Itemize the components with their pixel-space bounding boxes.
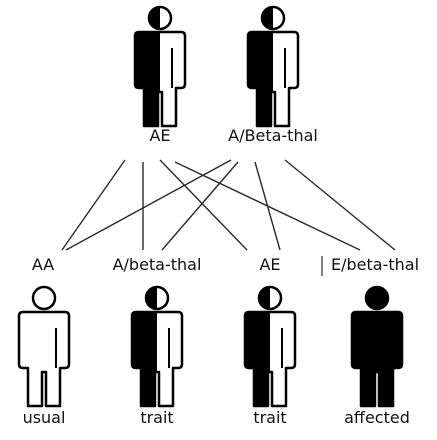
child-1-genotype: AA <box>31 255 55 274</box>
child-2-status: trait <box>140 408 174 427</box>
parent-1-genotype: AE <box>149 126 171 145</box>
child-1-status: usual <box>22 408 66 427</box>
child-4-figure <box>350 285 404 408</box>
child-3-genotype: AE <box>259 255 281 274</box>
child-1-figure <box>17 285 71 408</box>
cross-line-6 <box>161 161 239 251</box>
child-3-figure <box>243 285 297 408</box>
parent-2-figure <box>246 5 300 128</box>
cross-line-1 <box>61 159 126 251</box>
parent-2-genotype: A/Beta-thal <box>228 126 318 145</box>
cross-line-8 <box>284 159 396 251</box>
figures <box>17 5 404 408</box>
cross-line-5 <box>65 159 232 251</box>
child-4-genotype: E/beta-thal <box>330 255 420 274</box>
child-3-status: trait <box>253 408 287 427</box>
parent-1-figure <box>133 5 187 128</box>
cross-line-7 <box>254 161 281 251</box>
child-2-figure <box>130 285 184 408</box>
child-2-genotype: A/beta-thal <box>112 255 202 274</box>
cross-line-3 <box>159 159 248 251</box>
cross-lines <box>61 159 396 276</box>
child-4-status: affected <box>344 408 410 427</box>
